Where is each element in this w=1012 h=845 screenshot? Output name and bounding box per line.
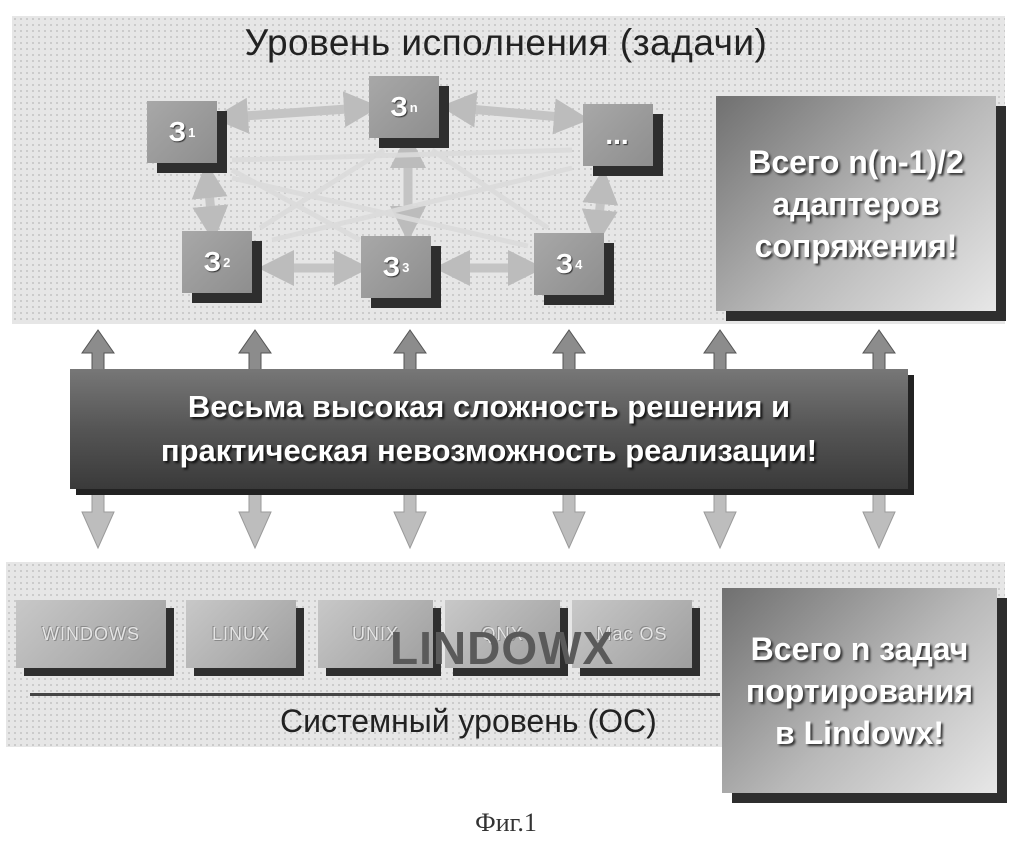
down-arrow-1 [82,490,114,548]
task-ellipsis: ... [583,104,653,166]
task-z1-subscript: 1 [188,125,195,140]
execution-level-title: Уровень исполнения (задачи) [0,22,1012,64]
down-arrow-2 [239,490,271,548]
adapters-note-line-2: адаптеров [772,183,939,225]
system-level-baseline [30,693,720,696]
os-box-linux: LINUX [186,600,296,668]
task-zn-subscript: n [410,100,418,115]
task-z4: З4 [534,233,604,295]
adapters-note-line-3: сопряжения! [755,225,958,267]
down-arrow-4 [553,490,585,548]
task-z3-label: З [383,251,401,283]
adapters-note: Всего n(n-1)/2 адаптеров сопряжения! [716,96,996,311]
connector-zn-z4 [432,150,548,228]
task-cross-connectors [232,150,572,246]
porting-note-line-2: портирования [746,670,973,712]
complexity-banner: Весьма высокая сложность решения и практ… [70,369,908,489]
porting-note: Всего n задач портирования в Lindowx! [722,588,997,793]
up-arrow-6 [863,330,895,370]
task-z3-subscript: 3 [402,260,409,275]
task-zn-label: З [390,91,408,123]
task-ellipsis-label: ... [605,119,628,151]
connector-z1-zn [230,108,362,117]
connector-dots-z4 [598,186,602,228]
task-z2: З2 [182,231,252,293]
adapters-note-line-1: Всего n(n-1)/2 [748,141,964,183]
down-arrow-6 [863,490,895,548]
os-label-windows: WINDOWS [42,624,140,645]
up-arrow-3 [394,330,426,370]
task-z4-subscript: 4 [575,257,582,272]
os-box-windows: WINDOWS [16,600,166,668]
connector-dots-z2 [272,168,572,240]
complexity-banner-line-2: практическая невозможность реализации! [161,429,817,473]
task-z1-label: З [169,116,187,148]
up-arrow-4 [553,330,585,370]
task-z4-label: З [556,248,574,280]
up-arrow-2 [239,330,271,370]
up-arrow-1 [82,330,114,370]
connector-z1-dots [232,150,572,160]
task-zn: Зn [369,76,439,138]
task-z2-subscript: 2 [223,255,230,270]
task-z1: З1 [147,101,217,163]
system-level-title: Системный уровень (ОС) [280,703,720,747]
task-z2-label: З [204,246,222,278]
up-arrows [82,330,895,370]
down-arrow-5 [704,490,736,548]
figure-caption: Фиг.1 [0,808,1012,838]
porting-note-line-1: Всего n задач [751,628,969,670]
down-arrow-3 [394,490,426,548]
connector-z1-z2 [208,180,212,224]
down-arrows [82,490,895,548]
connector-zn-dots [458,108,572,118]
up-arrow-5 [704,330,736,370]
complexity-banner-line-1: Весьма высокая сложность решения и [188,385,790,429]
lindowx-label: LINDOWX [390,621,614,675]
os-label-linux: LINUX [212,624,270,645]
porting-note-line-3: в Lindowx! [775,712,944,754]
task-z3: З3 [361,236,431,298]
